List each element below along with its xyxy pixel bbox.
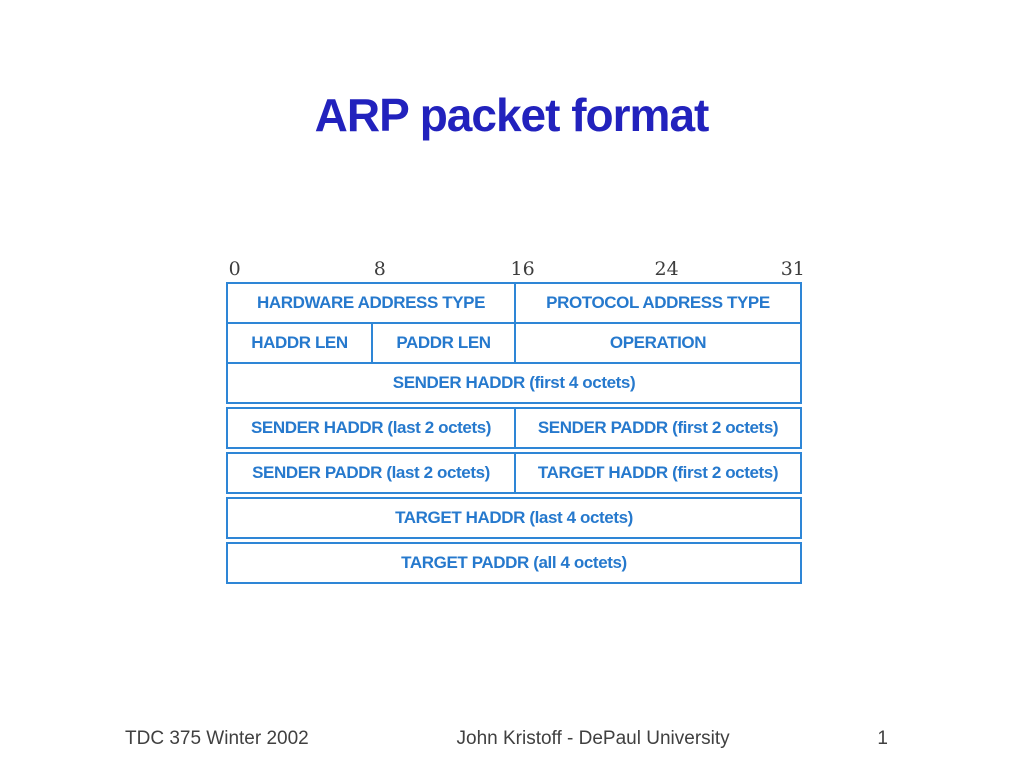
bit-label-16: 16 xyxy=(510,258,535,280)
bit-label-24: 24 xyxy=(654,258,679,280)
field-sender-paddr-first2: SENDER PADDR (first 2 octets) xyxy=(514,409,800,447)
slide-footer: TDC 375 Winter 2002 John Kristoff - DePa… xyxy=(0,728,1023,750)
table-row: TARGET PADDR (all 4 octets) xyxy=(226,542,802,584)
field-sender-paddr-last2: SENDER PADDR (last 2 octets) xyxy=(252,463,490,482)
bit-label-8: 8 xyxy=(373,258,386,280)
table-row: SENDER HADDR (first 4 octets) xyxy=(226,362,802,404)
bit-label-0: 0 xyxy=(228,258,241,280)
field-target-haddr-first2: TARGET HADDR (first 2 octets) xyxy=(514,454,800,492)
field-hardware-address-type: HARDWARE ADDRESS TYPE xyxy=(256,293,486,312)
slide-number: 1 xyxy=(877,728,888,749)
field-operation: OPERATION xyxy=(514,324,800,362)
field-sender-haddr-last2: SENDER HADDR (last 2 octets) xyxy=(250,418,492,437)
field-sender-haddr-first4: SENDER HADDR (first 4 octets) xyxy=(392,373,636,392)
table-row: SENDER PADDR (last 2 octets) TARGET HADD… xyxy=(226,452,802,494)
field-haddr-len: HADDR LEN xyxy=(251,333,348,352)
bit-label-31: 31 xyxy=(780,258,805,280)
bit-ruler: 0 8 16 24 31 xyxy=(226,252,805,282)
field-target-paddr-all4: TARGET PADDR (all 4 octets) xyxy=(401,553,627,572)
footer-author-label: John Kristoff - DePaul University xyxy=(456,728,730,749)
page-title: ARP packet format xyxy=(314,89,710,141)
field-target-haddr-last4: TARGET HADDR (last 4 octets) xyxy=(395,508,633,527)
packet-field-table: HARDWARE ADDRESS TYPE PROTOCOL ADDRESS T… xyxy=(226,282,802,584)
table-row: HARDWARE ADDRESS TYPE PROTOCOL ADDRESS T… xyxy=(226,282,802,324)
table-row: TARGET HADDR (last 4 octets) xyxy=(226,497,802,539)
table-row: SENDER HADDR (last 2 octets) SENDER PADD… xyxy=(226,407,802,449)
table-row: HADDR LEN PADDR LEN OPERATION xyxy=(226,322,802,364)
field-paddr-len: PADDR LEN xyxy=(371,324,514,362)
footer-course-label: TDC 375 Winter 2002 xyxy=(125,728,309,749)
field-protocol-address-type: PROTOCOL ADDRESS TYPE xyxy=(514,284,800,322)
arp-packet-diagram: 0 8 16 24 31 HARDWARE ADDRESS TYPE PROTO… xyxy=(226,252,805,584)
